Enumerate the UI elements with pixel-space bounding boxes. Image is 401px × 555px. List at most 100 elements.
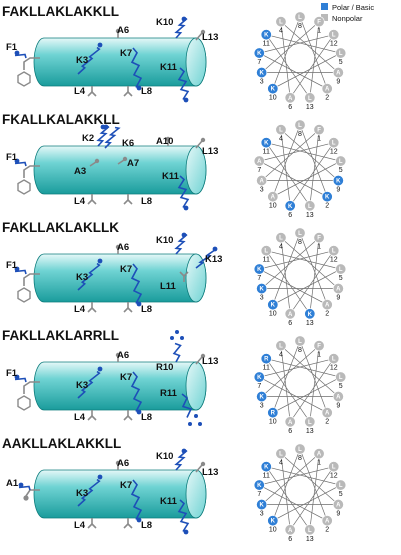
residue-k13: K13 [195, 246, 222, 269]
residue-label: L8 [141, 412, 152, 423]
wheel-index: 13 [306, 428, 314, 435]
wheel-residue: A3 [256, 175, 268, 194]
wheel-residue: A2 [321, 515, 333, 534]
wheel-index: 11 [263, 149, 270, 156]
wheel-residue: L8 [294, 119, 306, 138]
wheel-index: 7 [257, 275, 261, 282]
residue-k7: K7 [120, 479, 143, 523]
wheel-aa: A [288, 312, 293, 318]
wheel-index: 2 [325, 203, 329, 210]
wheel-index: 10 [269, 419, 277, 426]
wheel-aa: F [317, 128, 321, 134]
residue-r10: R10 [156, 330, 184, 373]
wheel-index: 9 [336, 187, 340, 194]
residue-label: K7 [120, 48, 132, 59]
residue-label: A6 [117, 350, 129, 361]
wheel-residue: L4 [275, 124, 287, 143]
residue-l13: L13 [195, 29, 218, 43]
wheel-residue: K13 [304, 308, 316, 327]
residue-label: K11 [160, 62, 178, 73]
wheel-aa: K [257, 267, 262, 273]
sequence-title: FAKLLAKLARRLL [2, 328, 119, 343]
residue-a7: A7 [117, 156, 139, 169]
residue-k3: K3 [76, 42, 103, 75]
wheel-residue: K7 [253, 479, 265, 498]
wheel-residue: K6 [284, 200, 296, 219]
wheel-aa: A [325, 519, 330, 525]
wheel-index: 9 [336, 79, 340, 86]
wheel-residue: A9 [332, 67, 344, 86]
wheel-index: 12 [330, 149, 338, 156]
wheel-residue: K11 [260, 461, 272, 480]
wheel-residue: F1 [313, 340, 325, 359]
residue-a1: A1 [6, 478, 40, 501]
residue-label: R10 [156, 362, 173, 373]
residue-label: K10 [156, 451, 173, 462]
wheel-residue: L13 [304, 92, 316, 111]
wheel-residue: K3 [256, 499, 268, 518]
wheel-aa: L [279, 236, 283, 242]
wheel-residue: A6 [284, 92, 296, 111]
wheel-aa: A [259, 179, 264, 185]
wheel-index: 11 [263, 257, 270, 264]
wheel-residue: K2 [321, 191, 333, 210]
wheel-aa: L [332, 249, 336, 255]
residue-label: F1 [6, 368, 18, 379]
wheel-aa: L [298, 123, 302, 129]
wheel-aa: A [288, 420, 293, 426]
wheel-aa: L [339, 267, 343, 273]
residue-l8: L8 [123, 302, 152, 315]
residue-label: A6 [117, 458, 129, 469]
residue-label: A7 [127, 158, 139, 169]
wheel-aa: L [332, 357, 336, 363]
wheel-residue: A2 [321, 299, 333, 318]
wheel-aa: A [325, 87, 330, 93]
wheel-index: 3 [260, 511, 264, 518]
residue-label: L4 [74, 86, 86, 97]
wheel-index: 5 [339, 383, 343, 390]
wheel-aa: L [339, 483, 343, 489]
wheel-index: 8 [298, 131, 302, 138]
residue-k3: K3 [76, 366, 103, 399]
wheel-residue: L4 [275, 340, 287, 359]
wheel-aa: F [317, 236, 321, 242]
wheel-aa: L [339, 51, 343, 57]
wheel-residue: K10 [267, 83, 279, 102]
wheel-index: 7 [257, 383, 261, 390]
residue-label: A6 [117, 25, 129, 36]
residue-label: A1 [6, 478, 19, 489]
residue-label: L11 [160, 281, 177, 292]
residue-l8: L8 [123, 410, 152, 423]
legend-nonpolar-label: Nonpolar [332, 14, 363, 23]
wheel-residue: L8 [294, 227, 306, 246]
wheel-residue: A2 [321, 407, 333, 426]
residue-f1: F1 [6, 368, 40, 411]
residue-label: A6 [117, 242, 129, 253]
wheel-aa: A [325, 411, 330, 417]
wheel-index: 13 [306, 104, 314, 111]
wheel-index: 8 [298, 347, 302, 354]
wheel-residue: F1 [313, 124, 325, 143]
wheel-aa: A [336, 503, 341, 509]
residue-label: K13 [205, 254, 222, 265]
wheel-aa: L [332, 141, 336, 147]
wheel-connections [258, 16, 342, 99]
wheel-index: 13 [306, 320, 314, 327]
wheel-index: 13 [306, 212, 314, 219]
wheel-index: 12 [330, 257, 338, 264]
wheel-index: 3 [260, 79, 264, 86]
wheel-index: 8 [298, 23, 302, 30]
wheel-aa: K [257, 375, 262, 381]
wheel-residue: L5 [335, 371, 347, 390]
wheel-residue: L5 [335, 263, 347, 282]
wheel-residue: L4 [275, 16, 287, 35]
residue-f1: F1 [6, 42, 40, 87]
wheel-aa: K [288, 204, 293, 210]
wheel-aa: K [264, 465, 269, 471]
residue-l8: L8 [123, 518, 152, 531]
